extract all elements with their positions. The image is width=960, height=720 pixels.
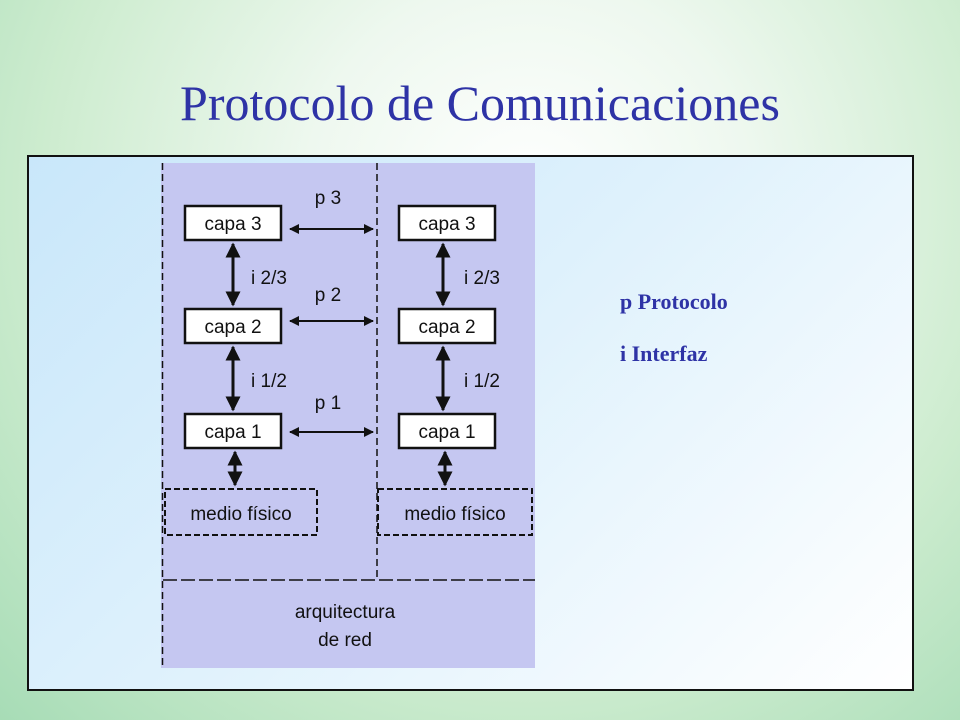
right-capa2-label: capa 2 (418, 317, 475, 338)
architecture-label-line2: de red (318, 630, 372, 651)
architecture-label-line1: arquitectura (295, 602, 396, 623)
left-capa1-label: capa 1 (204, 422, 261, 443)
right-medio-label: medio físico (404, 504, 505, 525)
left-capa2-label: capa 2 (204, 317, 261, 338)
right-interface-23-label: i 2/3 (464, 268, 500, 289)
left-capa3-label: capa 3 (204, 214, 261, 235)
right-medio-box (377, 488, 533, 536)
left-interface-23-label: i 2/3 (251, 268, 287, 289)
protocol-3-label: p 3 (315, 188, 341, 209)
right-capa1-box (397, 412, 497, 450)
left-capa2-box (183, 307, 283, 345)
protocol-2-label: p 2 (315, 285, 341, 306)
left-interface-12-label: i 1/2 (251, 371, 287, 392)
legend: p Protocolo i Interfaz (620, 287, 728, 391)
network-architecture-diagram: capa 3 capa 2 capa 1 capa 3 capa 2 capa … (161, 163, 535, 668)
diagram-svg: capa 3 capa 2 capa 1 capa 3 capa 2 capa … (161, 163, 535, 668)
right-capa3-label: capa 3 (418, 214, 475, 235)
left-capa1-box (183, 412, 283, 450)
right-capa2-box (397, 307, 497, 345)
right-capa1-label: capa 1 (418, 422, 475, 443)
legend-interface: i Interfaz (620, 341, 708, 366)
left-medio-label: medio físico (190, 504, 291, 525)
slide-title: Protocolo de Comunicaciones (180, 75, 780, 131)
left-capa3-box (183, 204, 283, 242)
right-capa3-box (397, 204, 497, 242)
protocol-1-label: p 1 (315, 393, 341, 414)
legend-protocol: p Protocolo (620, 289, 728, 314)
right-interface-12-label: i 1/2 (464, 371, 500, 392)
left-medio-box (164, 488, 318, 536)
